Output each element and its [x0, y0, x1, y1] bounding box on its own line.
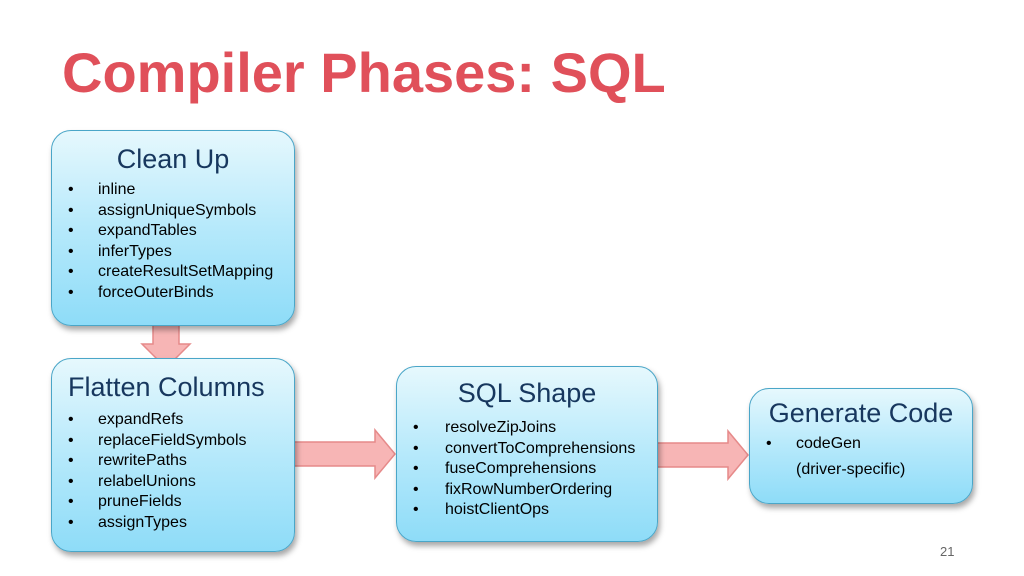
- phase-item: resolveZipJoins: [397, 419, 657, 437]
- phase-title-clean-up: Clean Up: [116, 144, 230, 174]
- phase-item: fuseComprehensions: [397, 460, 657, 478]
- phase-box-flatten-columns: Flatten Columns expandRefs replaceFieldS…: [51, 358, 295, 552]
- phase-item: relabelUnions: [52, 473, 294, 491]
- phase-item: inferTypes: [52, 243, 294, 261]
- phase-box-sql-shape: SQL Shape resolveZipJoins convertToCompr…: [396, 366, 658, 542]
- phase-item: replaceFieldSymbols: [52, 432, 294, 450]
- arrow-right-shape: [292, 427, 396, 481]
- phase-item: expandRefs: [52, 411, 294, 429]
- slide-page-number: 21: [940, 544, 955, 559]
- phase-item: convertToComprehensions: [397, 440, 657, 458]
- arrow-sqlshape-to-gen: [655, 428, 749, 482]
- phase-list-clean-up: inline assignUniqueSymbols expandTables …: [52, 181, 294, 302]
- phase-item: pruneFields: [52, 493, 294, 511]
- phase-item: forceOuterBinds: [52, 284, 294, 302]
- phase-list-sql-shape: resolveZipJoins convertToComprehensions …: [397, 419, 657, 519]
- phase-title-generate-code: Generate Code: [768, 398, 954, 428]
- phase-item: assignUniqueSymbols: [52, 202, 294, 220]
- phase-item: rewritePaths: [52, 452, 294, 470]
- phase-item: expandTables: [52, 222, 294, 240]
- phase-box-generate-code: Generate Code codeGen (driver-specific): [749, 388, 973, 504]
- phase-item: assignTypes: [52, 514, 294, 532]
- phase-item: inline: [52, 181, 294, 199]
- phase-item: fixRowNumberOrdering: [397, 481, 657, 499]
- phase-title-sql-shape: SQL Shape: [457, 378, 597, 408]
- phase-item: hoistClientOps: [397, 501, 657, 519]
- phase-list-flatten-columns: expandRefs replaceFieldSymbols rewritePa…: [52, 411, 294, 532]
- arrow-flatten-to-sqlshape: [292, 427, 396, 481]
- arrow-right-shape: [655, 428, 749, 482]
- phase-title-flatten-columns: Flatten Columns: [68, 372, 265, 402]
- phase-list-generate-code: codeGen: [750, 435, 972, 453]
- phase-item: codeGen: [750, 435, 972, 453]
- phase-note: (driver-specific): [796, 461, 906, 478]
- phase-item: createResultSetMapping: [52, 263, 294, 281]
- slide-title: Compiler Phases: SQL: [62, 41, 666, 104]
- phase-box-clean-up: Clean Up inline assignUniqueSymbols expa…: [51, 130, 295, 326]
